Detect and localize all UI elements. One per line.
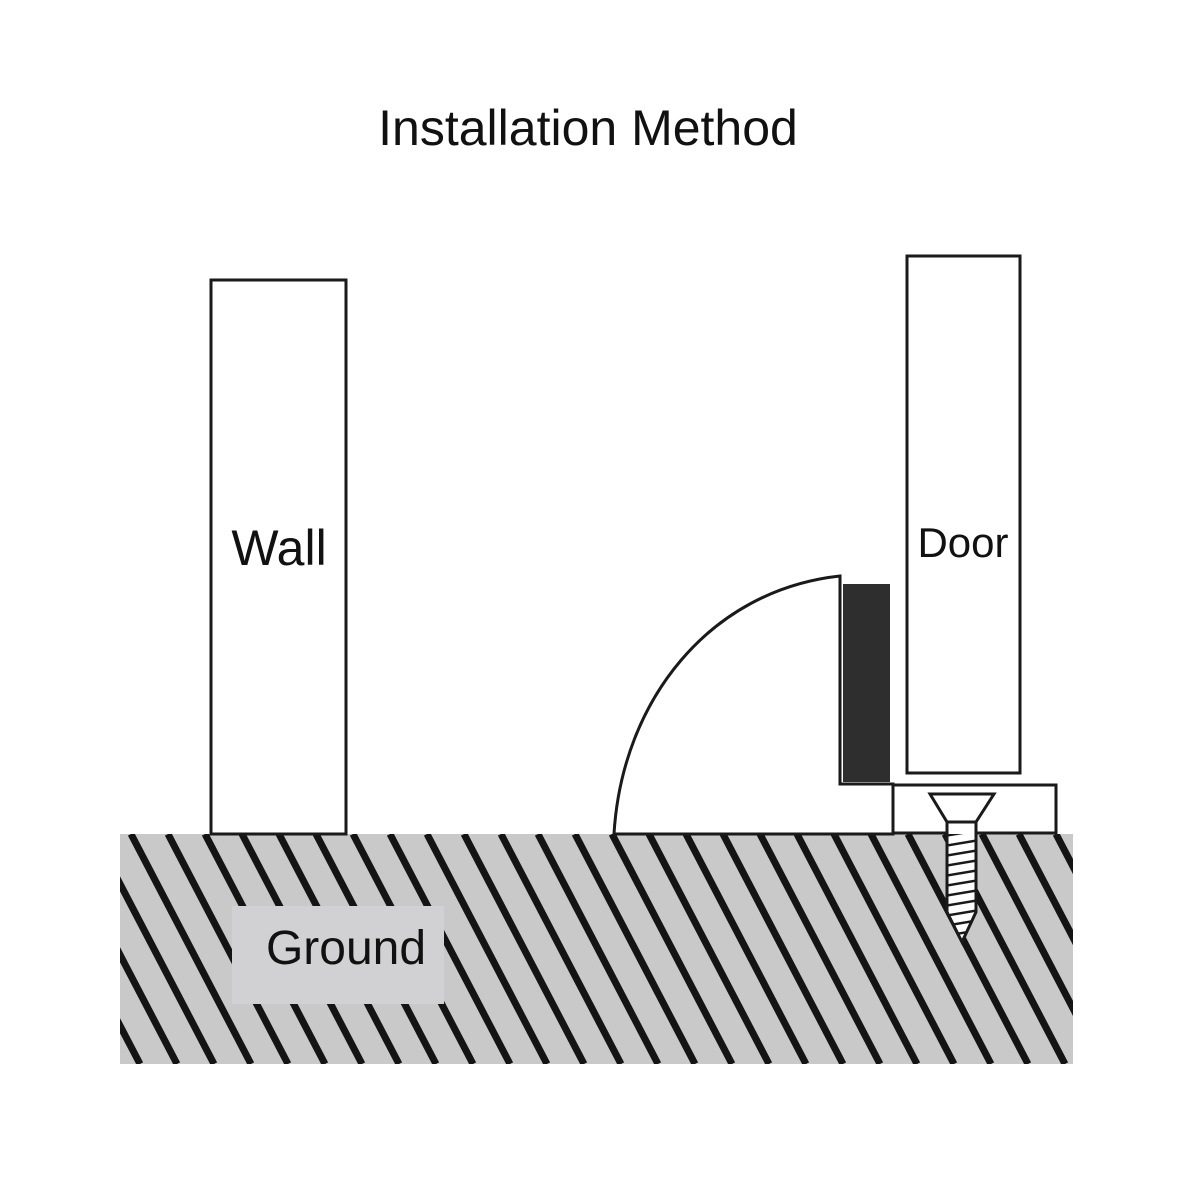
hatch-line — [1167, 834, 1200, 1064]
screw-thread — [947, 858, 976, 868]
ground-block — [120, 834, 1200, 1064]
diagram-title: Installation Method — [378, 100, 798, 156]
hatch-line — [120, 947, 181, 1064]
ground-label: Ground — [266, 922, 426, 975]
hatch-line — [460, 834, 588, 1064]
wall-label: Wall — [231, 520, 326, 576]
screw-thread — [947, 868, 976, 878]
door-label: Door — [917, 519, 1008, 566]
hatch-line — [793, 834, 921, 1064]
screw-thread — [947, 834, 976, 838]
hatch-line — [1093, 834, 1200, 1064]
hatch-line — [904, 834, 1032, 1064]
hatch-line — [830, 834, 958, 1064]
screw-thread — [947, 908, 976, 918]
screw-thread — [947, 838, 976, 848]
door-panel — [905, 254, 1022, 775]
hatch-line — [1052, 834, 1073, 875]
hatch-line — [682, 834, 810, 1064]
rubber-pad — [843, 584, 890, 782]
hatch-line — [756, 834, 884, 1064]
screw-thread — [947, 898, 976, 908]
hatch-line — [719, 834, 847, 1064]
wall-panel — [209, 278, 348, 836]
hatch-line — [120, 876, 218, 1064]
ground-hatch — [120, 834, 1200, 1064]
hatch-line — [497, 834, 625, 1064]
screw-thread — [947, 848, 976, 858]
hatch-line — [645, 834, 773, 1064]
hatch-line — [867, 834, 995, 1064]
ground-label-patch — [232, 906, 444, 1004]
hatch-line — [534, 834, 662, 1064]
screw-thread — [947, 878, 976, 888]
hatch-line — [164, 834, 292, 1064]
screw-thread — [947, 888, 976, 898]
hatch-line — [608, 834, 736, 1064]
hatch-line — [386, 834, 514, 1064]
hatch-line — [423, 834, 551, 1064]
hatch-line — [1015, 834, 1073, 946]
hatch-line — [978, 834, 1073, 1016]
door-stopper-body — [612, 574, 895, 836]
hatch-line — [127, 834, 255, 1064]
hatch-line — [571, 834, 699, 1064]
screw-icon — [927, 792, 997, 946]
hatch-line — [1130, 834, 1200, 1064]
